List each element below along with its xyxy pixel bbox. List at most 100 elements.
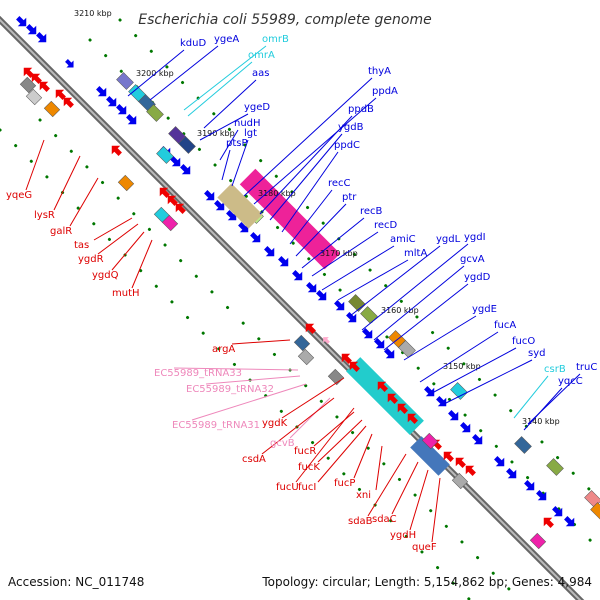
gene-label[interactable]: lysR bbox=[34, 210, 55, 221]
gene-label[interactable]: omrA bbox=[248, 50, 275, 61]
gene-arrow[interactable] bbox=[404, 410, 421, 427]
gene-box[interactable] bbox=[327, 368, 345, 386]
gene-label[interactable]: galR bbox=[50, 226, 72, 237]
gene-label[interactable]: xni bbox=[356, 490, 371, 501]
gene-arrow[interactable] bbox=[550, 504, 567, 521]
gene-arrow[interactable] bbox=[360, 326, 377, 343]
gene-arrow[interactable] bbox=[236, 220, 253, 237]
gene-label[interactable]: ygdH bbox=[390, 530, 416, 541]
gene-label[interactable]: aas bbox=[252, 68, 269, 79]
gene-box[interactable] bbox=[451, 472, 469, 490]
gene-arrow[interactable] bbox=[394, 400, 411, 417]
gene-label[interactable]: fucA bbox=[494, 320, 516, 331]
gene-box[interactable] bbox=[146, 104, 164, 122]
gene-label[interactable]: mutH bbox=[112, 288, 140, 299]
gene-arrow[interactable] bbox=[492, 454, 509, 471]
gene-arrow[interactable] bbox=[202, 188, 219, 205]
gene-arrow[interactable] bbox=[346, 358, 363, 375]
gene-label[interactable]: ppdC bbox=[334, 140, 360, 151]
gene-arrow[interactable] bbox=[224, 208, 241, 225]
gene-label[interactable]: recB bbox=[360, 206, 383, 217]
gene-arrow[interactable] bbox=[172, 200, 189, 217]
gene-label[interactable]: csrB bbox=[544, 364, 566, 375]
gene-arrow[interactable] bbox=[440, 448, 457, 465]
gene-arrow[interactable] bbox=[108, 142, 125, 159]
gene-arrow[interactable] bbox=[164, 192, 181, 209]
gene-box[interactable] bbox=[117, 174, 135, 192]
gene-arrow[interactable] bbox=[458, 420, 475, 437]
gene-arrow[interactable] bbox=[24, 22, 41, 39]
gene-label[interactable]: mltA bbox=[404, 248, 427, 259]
gene-label[interactable]: omrB bbox=[262, 34, 289, 45]
gene-box[interactable] bbox=[156, 146, 174, 164]
gene-box[interactable] bbox=[360, 306, 378, 324]
gene-label[interactable]: amiC bbox=[390, 234, 416, 245]
gene-box[interactable] bbox=[546, 458, 564, 476]
gene-arrow[interactable] bbox=[20, 64, 37, 81]
gene-label[interactable]: fucI bbox=[298, 482, 316, 493]
gene-arrow[interactable] bbox=[446, 408, 463, 425]
gene-arrow[interactable] bbox=[36, 78, 53, 95]
gene-label[interactable]: ygdR bbox=[78, 254, 104, 265]
gene-arrow[interactable] bbox=[124, 112, 141, 129]
gene-arrow[interactable] bbox=[344, 310, 361, 327]
gene-label[interactable]: ygeD bbox=[244, 102, 270, 113]
gene-arrow[interactable] bbox=[178, 162, 195, 179]
gene-arrow[interactable] bbox=[304, 280, 321, 297]
gene-label[interactable]: EC55989_tRNA32 bbox=[186, 384, 274, 395]
gene-label[interactable]: ygdB bbox=[338, 122, 364, 133]
gene-arrow[interactable] bbox=[434, 394, 451, 411]
gene-label[interactable]: sdaC bbox=[372, 514, 397, 525]
gene-arrow[interactable] bbox=[114, 102, 131, 119]
gene-label[interactable]: csdA bbox=[242, 454, 266, 465]
gene-label[interactable]: fucP bbox=[334, 478, 355, 489]
gene-arrow[interactable] bbox=[104, 94, 121, 111]
gene-band-fuc[interactable] bbox=[346, 357, 424, 435]
gene-arrow[interactable] bbox=[262, 244, 279, 261]
gene-label[interactable]: ygdK bbox=[262, 418, 288, 429]
gene-arrow[interactable] bbox=[302, 320, 319, 337]
gene-arrow[interactable] bbox=[34, 30, 51, 47]
gene-label[interactable]: ppdA bbox=[372, 86, 398, 97]
gene-box[interactable] bbox=[398, 340, 416, 358]
gene-box[interactable] bbox=[25, 88, 43, 106]
gene-label[interactable]: nudH bbox=[234, 118, 261, 129]
gene-label[interactable]: recC bbox=[328, 178, 351, 189]
gene-arrow[interactable] bbox=[332, 298, 349, 315]
gene-arrow[interactable] bbox=[338, 350, 355, 367]
gene-label[interactable]: fucU bbox=[276, 482, 299, 493]
gene-box[interactable] bbox=[19, 76, 37, 94]
gene-band-sda[interactable] bbox=[410, 436, 450, 476]
gene-arrow[interactable] bbox=[372, 336, 389, 353]
gene-label[interactable]: syd bbox=[528, 348, 545, 359]
gene-arrow[interactable] bbox=[276, 254, 293, 271]
gene-label[interactable]: ygdQ bbox=[92, 270, 119, 281]
gene-label[interactable]: argA bbox=[212, 344, 235, 355]
gene-arrow[interactable] bbox=[462, 462, 479, 479]
gene-label[interactable]: ygdD bbox=[464, 272, 491, 283]
gene-box[interactable] bbox=[514, 436, 532, 454]
gene-box[interactable] bbox=[293, 334, 311, 352]
gene-arrow[interactable] bbox=[14, 14, 31, 31]
gene-label[interactable]: gcvA bbox=[460, 254, 485, 265]
gene-label[interactable]: kduD bbox=[180, 38, 206, 49]
gene-label[interactable]: sdaB bbox=[348, 516, 373, 527]
gene-label[interactable]: ygdL bbox=[436, 234, 461, 245]
gene-arrow[interactable] bbox=[248, 230, 265, 247]
gene-box[interactable] bbox=[590, 502, 600, 520]
gene-label[interactable]: EC55989_tRNA31 bbox=[172, 420, 260, 431]
gene-box[interactable] bbox=[450, 382, 468, 400]
gene-arrow[interactable] bbox=[156, 184, 173, 201]
gene-arrow[interactable] bbox=[422, 384, 439, 401]
gene-label[interactable]: ygeA bbox=[214, 34, 239, 45]
gene-arrow[interactable] bbox=[314, 288, 331, 305]
gene-box[interactable] bbox=[178, 136, 196, 154]
gene-label[interactable]: ptr bbox=[342, 192, 357, 203]
gene-box[interactable] bbox=[348, 294, 366, 312]
gene-arrow[interactable] bbox=[168, 154, 185, 171]
gene-arrow[interactable] bbox=[384, 390, 401, 407]
gene-label[interactable]: ygdI bbox=[464, 232, 486, 243]
gene-label[interactable]: EC55989_tRNA33 bbox=[154, 368, 242, 379]
gene-label[interactable]: yqcC bbox=[558, 376, 583, 387]
gene-arrow[interactable] bbox=[504, 466, 521, 483]
